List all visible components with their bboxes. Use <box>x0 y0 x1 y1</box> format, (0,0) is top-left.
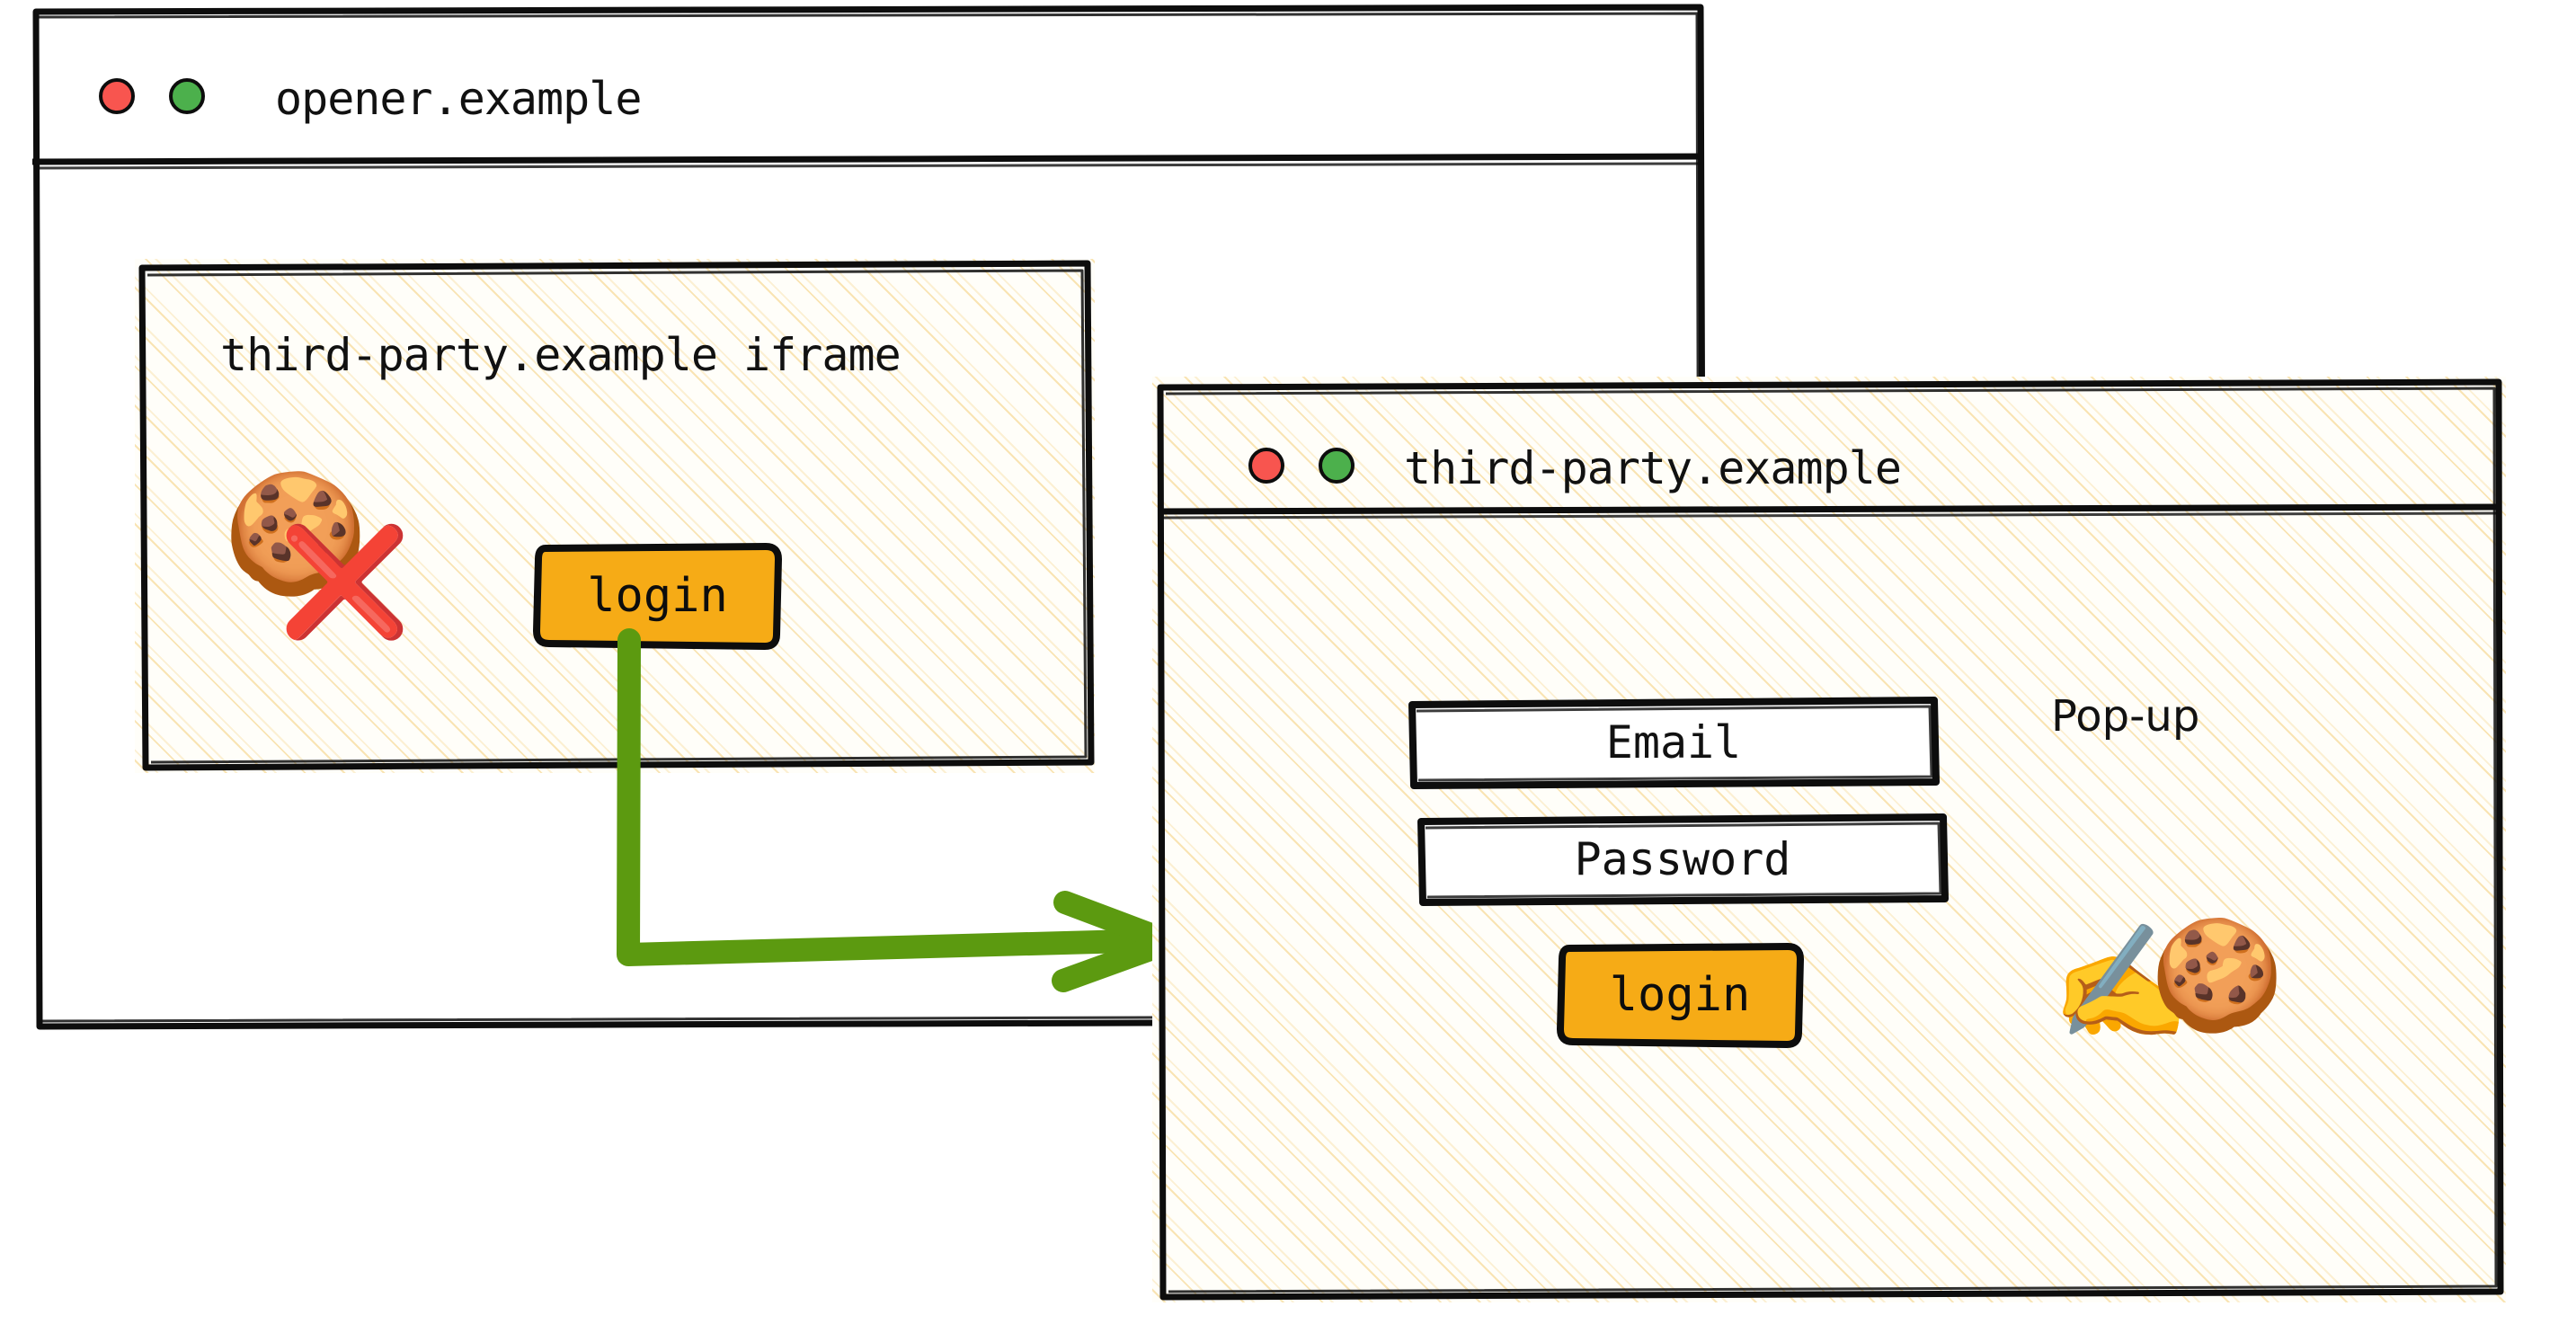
iframe-login-button[interactable]: login <box>533 543 782 650</box>
email-field-label: Email <box>1605 716 1742 769</box>
writing-hand-emoji: ✍️ <box>2051 918 2191 1048</box>
password-field-border <box>1417 813 1949 906</box>
opener-maximize-dot[interactable] <box>169 78 205 114</box>
cookie-emoji: 🍪 <box>223 465 369 601</box>
popup-login-button[interactable]: login <box>1557 943 1804 1048</box>
third-party-iframe: third-party.example iframe 🍪 ❌ login <box>135 259 1095 773</box>
red-cross-mark-icon: ❌ <box>279 520 411 644</box>
popup-login-button-border <box>1557 943 1804 1048</box>
popup-login-button-label: login <box>1609 968 1751 1022</box>
popup-close-dot[interactable] <box>1248 448 1284 484</box>
popup-window-title: third-party.example <box>1404 442 1902 494</box>
iframe-login-button-label: login <box>587 569 728 623</box>
third-party-iframe-label: third-party.example iframe <box>220 329 902 381</box>
popup-maximize-dot[interactable] <box>1319 448 1355 484</box>
email-field[interactable]: Email <box>1408 697 1940 789</box>
opener-window-title: opener.example <box>275 73 642 125</box>
password-field[interactable]: Password <box>1417 813 1949 906</box>
password-field-label: Password <box>1574 833 1791 885</box>
email-field-border <box>1408 697 1940 789</box>
opener-close-dot[interactable] <box>99 78 135 114</box>
popup-cookie-emoji: 🍪 <box>2150 913 2285 1038</box>
popup-annotation-label: Pop-up <box>2051 691 2200 742</box>
popup-window: third-party.example Pop-up Email Passwor… <box>1152 377 2506 1302</box>
